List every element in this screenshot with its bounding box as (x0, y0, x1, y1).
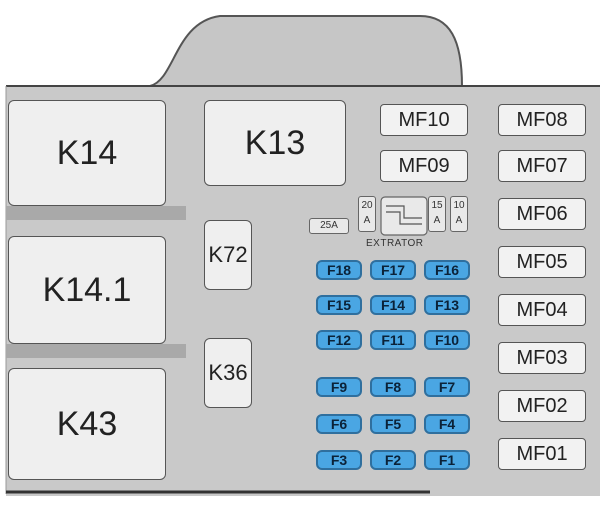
fuse-10a: 10 A (450, 196, 468, 232)
relay-k13: K13 (204, 100, 346, 186)
relay-k43: K43 (8, 368, 166, 480)
relay-k72: K72 (204, 220, 252, 290)
fuse-f10: F10 (424, 330, 470, 350)
fuse-extractor-icon (380, 196, 428, 236)
relay-k14-1: K14.1 (8, 236, 166, 344)
relay-k14: K14 (8, 100, 166, 206)
fuse-f5: F5 (370, 414, 416, 434)
maxi-fuse-mf03: MF03 (498, 342, 586, 374)
maxi-fuse-mf10: MF10 (380, 104, 468, 136)
maxi-fuse-mf01: MF01 (498, 438, 586, 470)
fuse-f11: F11 (370, 330, 416, 350)
fuse-f13: F13 (424, 295, 470, 315)
fuse-f4: F4 (424, 414, 470, 434)
fuse-f12: F12 (316, 330, 362, 350)
maxi-fuse-mf04: MF04 (498, 294, 586, 326)
fuse-f7: F7 (424, 377, 470, 397)
fuse-25a: 25A (309, 218, 349, 234)
fuse-10a-rating: 10 (453, 200, 465, 211)
maxi-fuse-mf02: MF02 (498, 390, 586, 422)
fuse-f16: F16 (424, 260, 470, 280)
fuse-f2: F2 (370, 450, 416, 470)
fuse-f9: F9 (316, 377, 362, 397)
maxi-fuse-mf09: MF09 (380, 150, 468, 182)
fuse-20a-rating: 20 (361, 200, 373, 211)
fuse-10a-unit: A (455, 215, 463, 226)
maxi-fuse-mf05: MF05 (498, 246, 586, 278)
fuse-f17: F17 (370, 260, 416, 280)
extrator-label: EXTRATOR (366, 238, 424, 249)
fuse-f3: F3 (316, 450, 362, 470)
fuse-f14: F14 (370, 295, 416, 315)
maxi-fuse-mf06: MF06 (498, 198, 586, 230)
fuse-20a: 20 A (358, 196, 376, 232)
maxi-fuse-mf08: MF08 (498, 104, 586, 136)
fuse-15a-unit: A (433, 215, 441, 226)
fuse-20a-unit: A (363, 215, 371, 226)
fuse-f15: F15 (316, 295, 362, 315)
fuse-f8: F8 (370, 377, 416, 397)
maxi-fuse-mf07: MF07 (498, 150, 586, 182)
fuse-15a: 15 A (428, 196, 446, 232)
fuse-15a-rating: 15 (431, 200, 443, 211)
fuse-f1: F1 (424, 450, 470, 470)
fuse-f6: F6 (316, 414, 362, 434)
fuse-f18: F18 (316, 260, 362, 280)
relay-k36: K36 (204, 338, 252, 408)
